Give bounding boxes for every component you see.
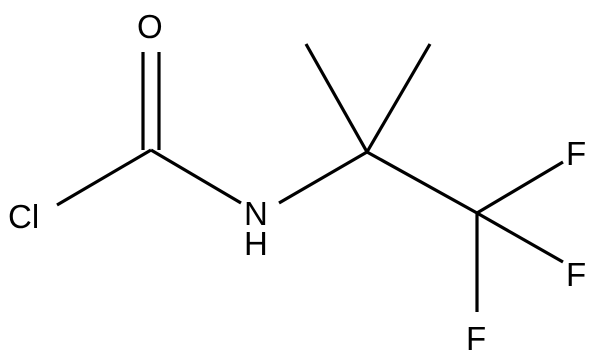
bond-carbon-chlorine bbox=[56, 148, 152, 207]
atom-chlorine: Cl bbox=[8, 198, 39, 235]
atom-oxygen: O bbox=[137, 8, 163, 45]
bond-cf3-fluorine-top bbox=[476, 160, 564, 215]
atom-nitrogen: N bbox=[244, 195, 268, 232]
atom-fluorine-right: F bbox=[566, 256, 586, 293]
bond-carbon-nitrogen bbox=[150, 148, 242, 205]
atom-fluorine-top: F bbox=[566, 135, 586, 172]
bond-quaternary-to-cf3 bbox=[366, 150, 478, 215]
atom-fluorine-bottom: F bbox=[466, 320, 486, 357]
atom-hydrogen: H bbox=[244, 225, 268, 262]
bond-nitrogen-quaternary-carbon bbox=[278, 150, 368, 205]
bond-methyl-right bbox=[365, 43, 432, 153]
bond-cf3-fluorine-right bbox=[476, 211, 564, 264]
bond-methyl-left bbox=[304, 43, 369, 153]
